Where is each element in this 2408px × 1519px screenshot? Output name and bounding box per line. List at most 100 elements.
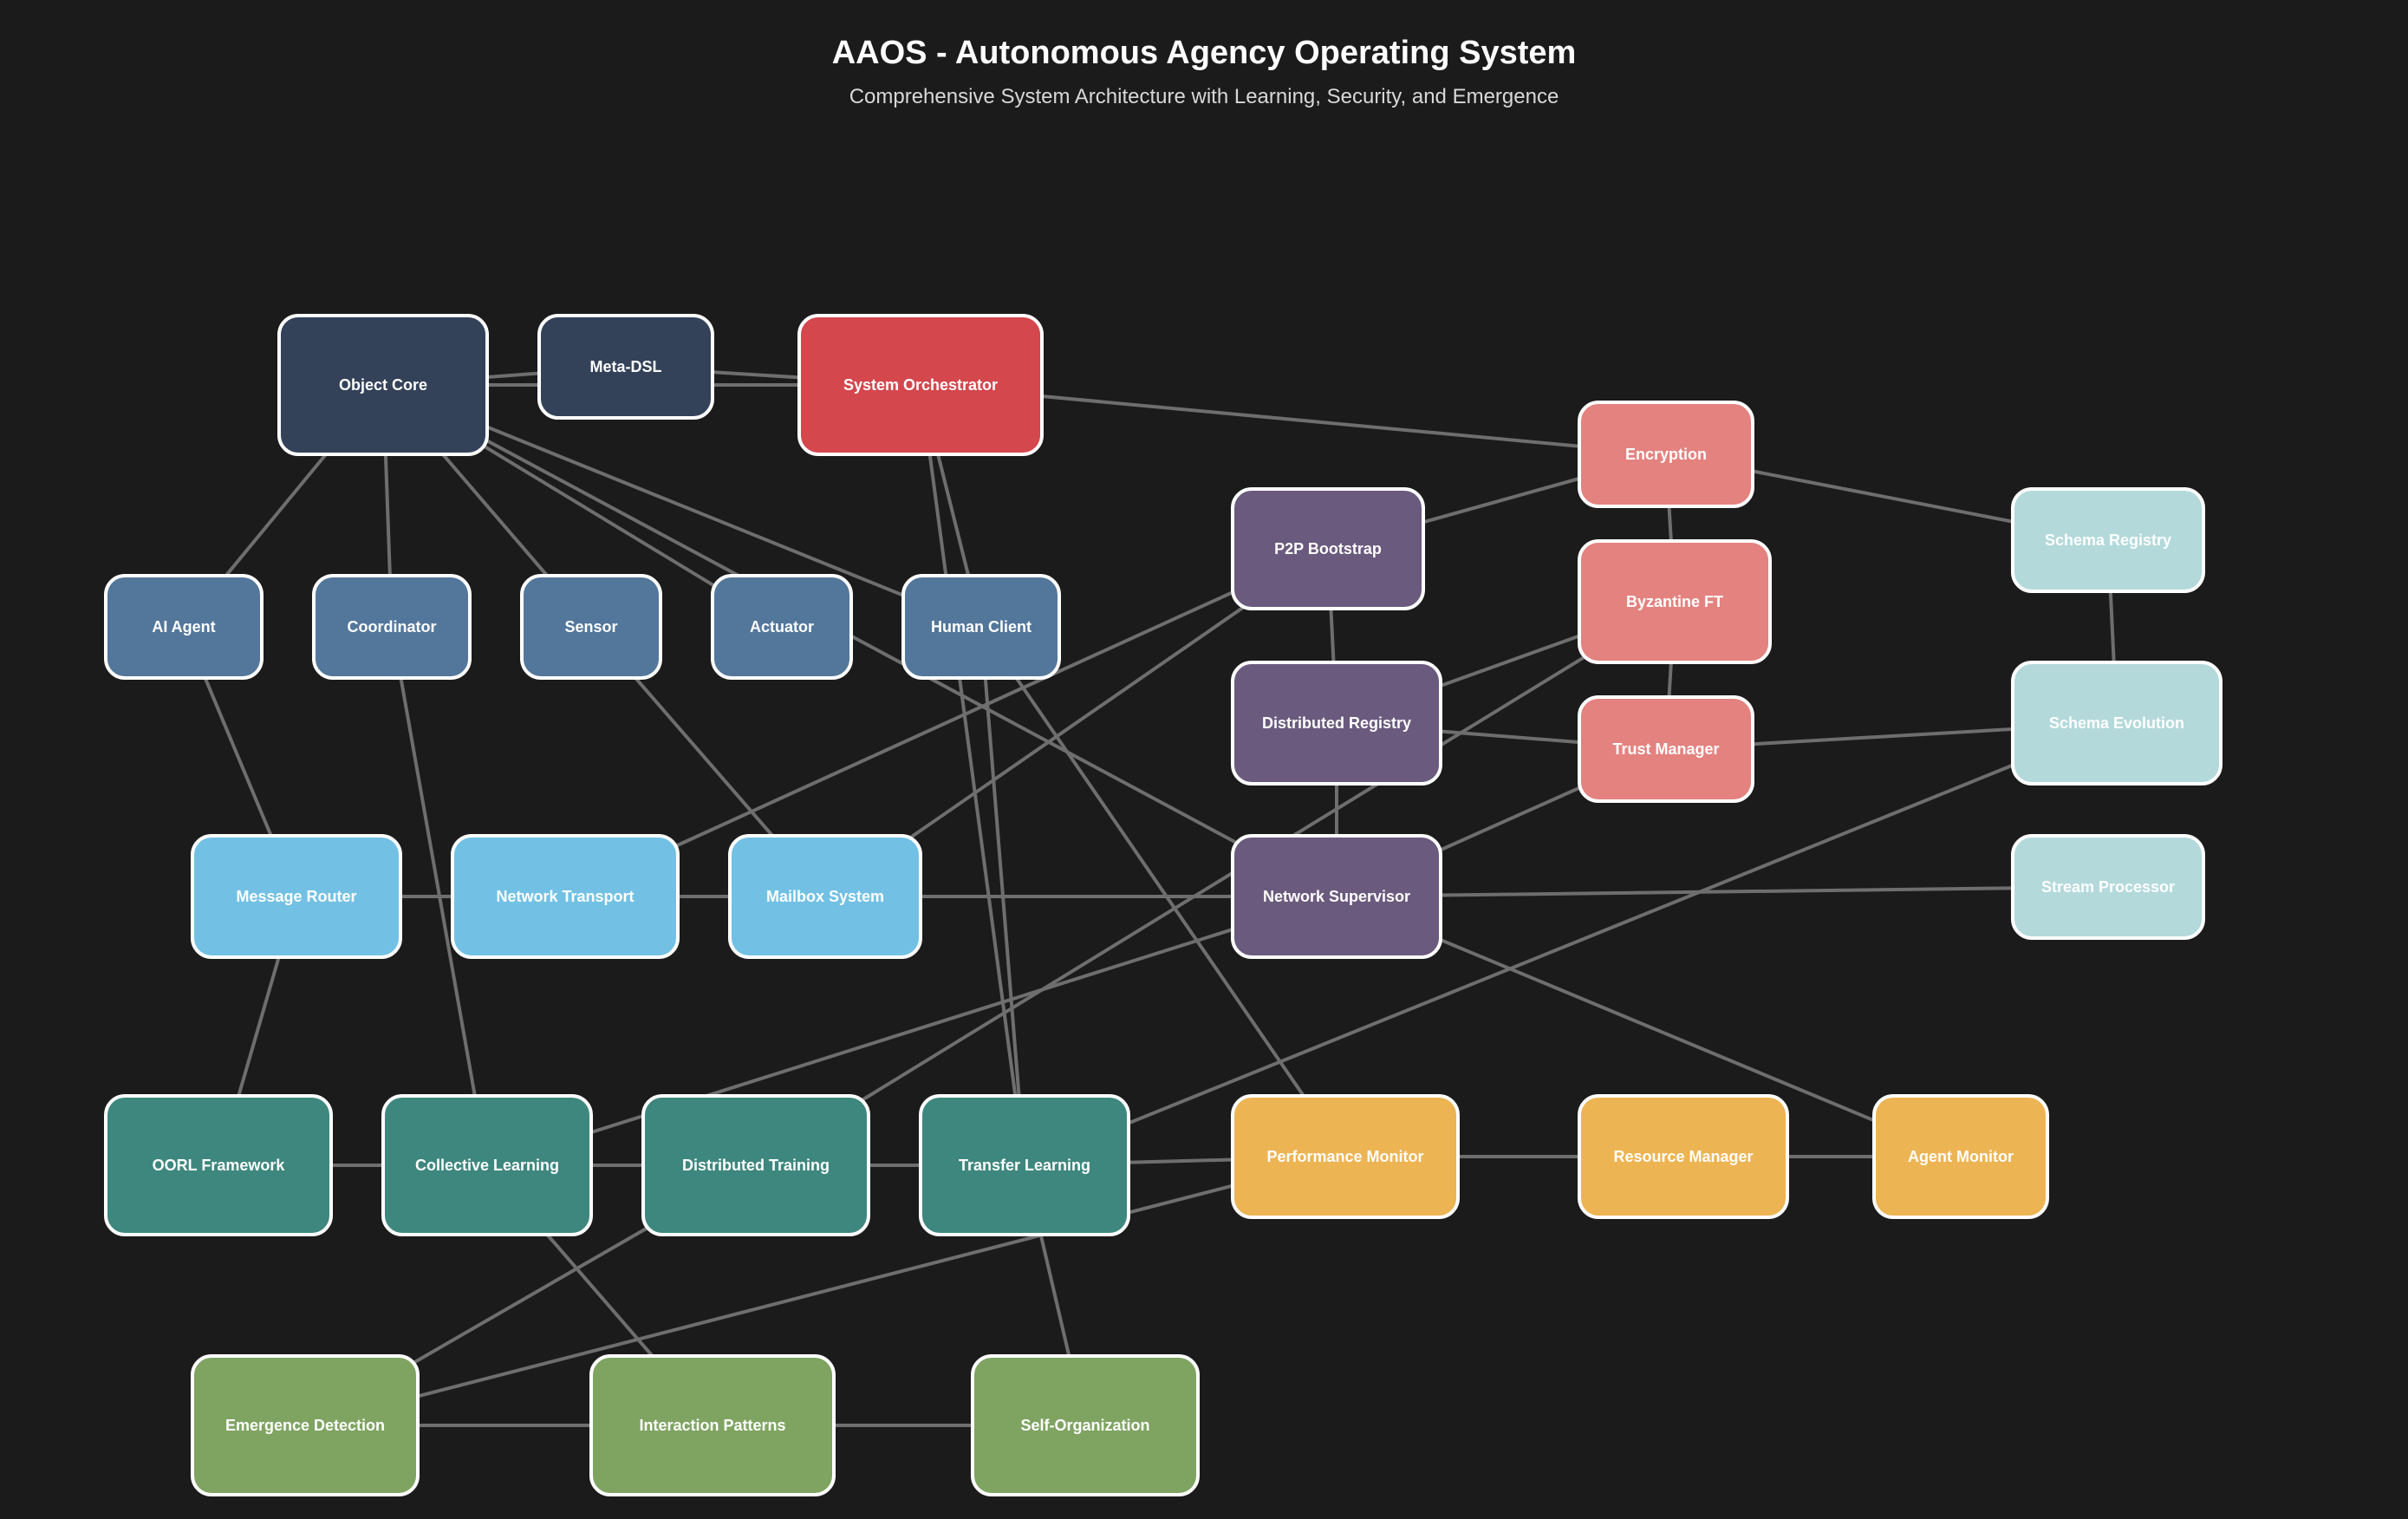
node-label: Stream Processor <box>2041 878 2175 896</box>
node-label: Interaction Patterns <box>639 1417 785 1434</box>
node-actuator[interactable]: Actuator <box>711 574 853 680</box>
node-box[interactable] <box>191 1354 420 1496</box>
node-label: P2P Bootstrap <box>1274 540 1382 557</box>
node-box[interactable] <box>104 574 264 680</box>
node-label: Object Core <box>339 376 427 394</box>
node-label: Message Router <box>236 888 356 905</box>
node-label: Network Supervisor <box>1263 888 1410 905</box>
node-label: Encryption <box>1625 446 1707 463</box>
node-p2p-bootstrap[interactable]: P2P Bootstrap <box>1231 487 1425 610</box>
node-label: System Orchestrator <box>843 376 998 394</box>
edge-p2p_bootstrap-network_transport <box>564 547 1329 898</box>
node-box[interactable] <box>711 574 853 680</box>
node-label: Human Client <box>931 618 1032 636</box>
node-schema-evolution[interactable]: Schema Evolution <box>2011 661 2223 786</box>
node-label: Resource Manager <box>1613 1148 1753 1165</box>
node-distributed-training[interactable]: Distributed Training <box>641 1094 870 1236</box>
node-box[interactable] <box>797 314 1044 456</box>
node-box[interactable] <box>381 1094 593 1236</box>
node-resource-manager[interactable]: Resource Manager <box>1578 1094 1789 1219</box>
node-system-orchestrator[interactable]: System Orchestrator <box>797 314 1044 456</box>
node-box[interactable] <box>1231 661 1442 786</box>
node-label: Sensor <box>564 618 617 636</box>
node-network-supervisor[interactable]: Network Supervisor <box>1231 834 1442 959</box>
edge-performance_monitor-emergence_detection <box>304 1155 1346 1427</box>
node-box[interactable] <box>1872 1094 2049 1219</box>
node-box[interactable] <box>277 314 489 456</box>
node-box[interactable] <box>2011 487 2205 593</box>
diagram-subtitle: Comprehensive System Architecture with L… <box>849 85 1559 108</box>
node-message-router[interactable]: Message Router <box>191 834 402 959</box>
node-schema-registry[interactable]: Schema Registry <box>2011 487 2205 593</box>
node-box[interactable] <box>2011 661 2223 786</box>
node-box[interactable] <box>728 834 922 959</box>
edge-object_core-network_supervisor <box>382 383 1337 898</box>
node-layer: Object Core Meta-DSL System OrchestratorEn… <box>104 314 2223 1496</box>
node-coordinator[interactable]: Coordinator <box>312 574 472 680</box>
diagram-title: AAOS - Autonomous Agency Operating Syste… <box>831 35 1577 71</box>
node-box[interactable] <box>589 1354 836 1496</box>
node-oorl-framework[interactable]: OORL Framework <box>104 1094 333 1236</box>
node-transfer-learning[interactable]: Transfer Learning <box>919 1094 1130 1236</box>
node-label: Transfer Learning <box>959 1157 1090 1174</box>
node-box[interactable] <box>520 574 662 680</box>
node-stream-processor[interactable]: Stream Processor <box>2011 834 2205 940</box>
node-meta-dsl[interactable]: Meta-DSL <box>537 314 714 420</box>
node-label: Schema Registry <box>2045 531 2171 549</box>
node-box[interactable] <box>919 1094 1130 1236</box>
node-box[interactable] <box>104 1094 333 1236</box>
node-box[interactable] <box>1578 401 1754 508</box>
node-trust-manager[interactable]: Trust Manager <box>1578 695 1754 803</box>
node-mailbox-system[interactable]: Mailbox System <box>728 834 922 959</box>
node-label: Distributed Registry <box>1262 714 1411 732</box>
node-label: AI Agent <box>152 618 215 636</box>
node-box[interactable] <box>537 314 714 420</box>
node-human-client[interactable]: Human Client <box>901 574 1061 680</box>
node-box[interactable] <box>1231 834 1442 959</box>
node-object-core[interactable]: Object Core <box>277 314 489 456</box>
node-label: Mailbox System <box>766 888 884 905</box>
node-network-transport[interactable]: Network Transport <box>451 834 680 959</box>
node-label: Collective Learning <box>415 1157 559 1174</box>
edge-system_orchestrator-transfer_learning <box>919 384 1026 1166</box>
node-box[interactable] <box>312 574 472 680</box>
node-box[interactable] <box>1578 1094 1789 1219</box>
edge-byzantine_ft-distributed_training <box>754 600 1676 1167</box>
node-label: Self-Organization <box>1020 1417 1149 1434</box>
node-box[interactable] <box>2011 834 2205 940</box>
node-encryption[interactable]: Encryption <box>1578 401 1754 508</box>
node-performance-monitor[interactable]: Performance Monitor <box>1231 1094 1460 1219</box>
node-sensor[interactable]: Sensor <box>520 574 662 680</box>
node-label: Trust Manager <box>1612 740 1719 758</box>
node-box[interactable] <box>1578 695 1754 803</box>
node-label: OORL Framework <box>153 1157 286 1174</box>
node-box[interactable] <box>451 834 680 959</box>
edge-network_supervisor-collective_learning <box>486 895 1337 1167</box>
node-interaction-patterns[interactable]: Interaction Patterns <box>589 1354 836 1496</box>
node-box[interactable] <box>971 1354 1200 1496</box>
node-label: Performance Monitor <box>1266 1148 1423 1165</box>
node-distributed-registry[interactable]: Distributed Registry <box>1231 661 1442 786</box>
node-box[interactable] <box>1231 1094 1460 1219</box>
edge-human_client-performance_monitor <box>979 625 1347 1158</box>
node-label: Emergence Detection <box>225 1417 385 1434</box>
node-box[interactable] <box>901 574 1061 680</box>
node-box[interactable] <box>1578 539 1772 664</box>
node-collective-learning[interactable]: Collective Learning <box>381 1094 593 1236</box>
node-byzantine-ft[interactable]: Byzantine FT <box>1578 539 1772 664</box>
node-box[interactable] <box>191 834 402 959</box>
node-emergence-detection[interactable]: Emergence Detection <box>191 1354 420 1496</box>
node-label: Byzantine FT <box>1626 593 1723 610</box>
node-label: Actuator <box>750 618 814 636</box>
node-box[interactable] <box>1231 487 1425 610</box>
node-ai-agent[interactable]: AI Agent <box>104 574 264 680</box>
node-label: Meta-DSL <box>589 358 661 375</box>
node-label: Coordinator <box>348 618 437 636</box>
edge-system_orchestrator-encryption <box>920 383 1667 456</box>
node-label: Network Transport <box>496 888 634 905</box>
node-agent-monitor[interactable]: Agent Monitor <box>1872 1094 2049 1219</box>
edge-network_supervisor-stream_processor <box>1336 885 2109 898</box>
node-self-organization[interactable]: Self-Organization <box>971 1354 1200 1496</box>
node-box[interactable] <box>641 1094 870 1236</box>
